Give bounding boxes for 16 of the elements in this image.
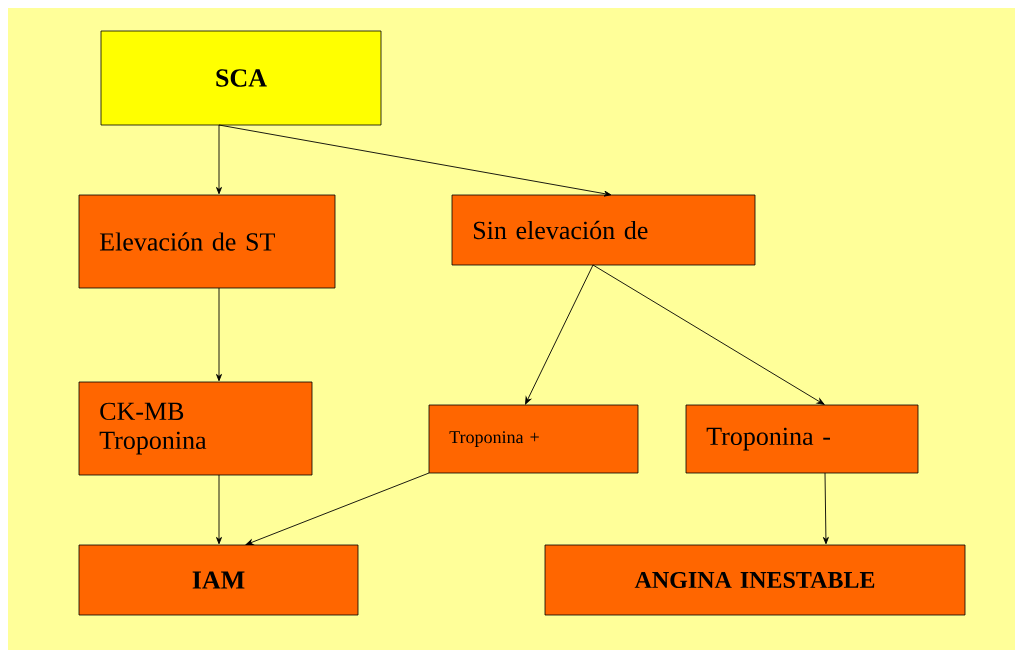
arrow — [822, 472, 829, 545]
process-box: CK-MB Troponina — [78, 381, 313, 476]
arrow — [218, 124, 612, 197]
process-box: SCA — [100, 30, 382, 126]
arrow — [216, 474, 222, 545]
arrow — [525, 264, 594, 405]
arrow — [592, 264, 825, 405]
arrow — [216, 124, 222, 195]
process-box: Troponina + — [428, 404, 639, 474]
process-box: Elevación de ST — [78, 194, 336, 289]
arrow — [245, 472, 430, 545]
arrow — [216, 287, 222, 382]
process-box: Sin elevación de — [451, 194, 756, 266]
process-box: Troponina - — [685, 404, 919, 474]
process-box: ANGINA INESTABLE — [544, 544, 966, 616]
process-box: IAM — [78, 544, 359, 616]
